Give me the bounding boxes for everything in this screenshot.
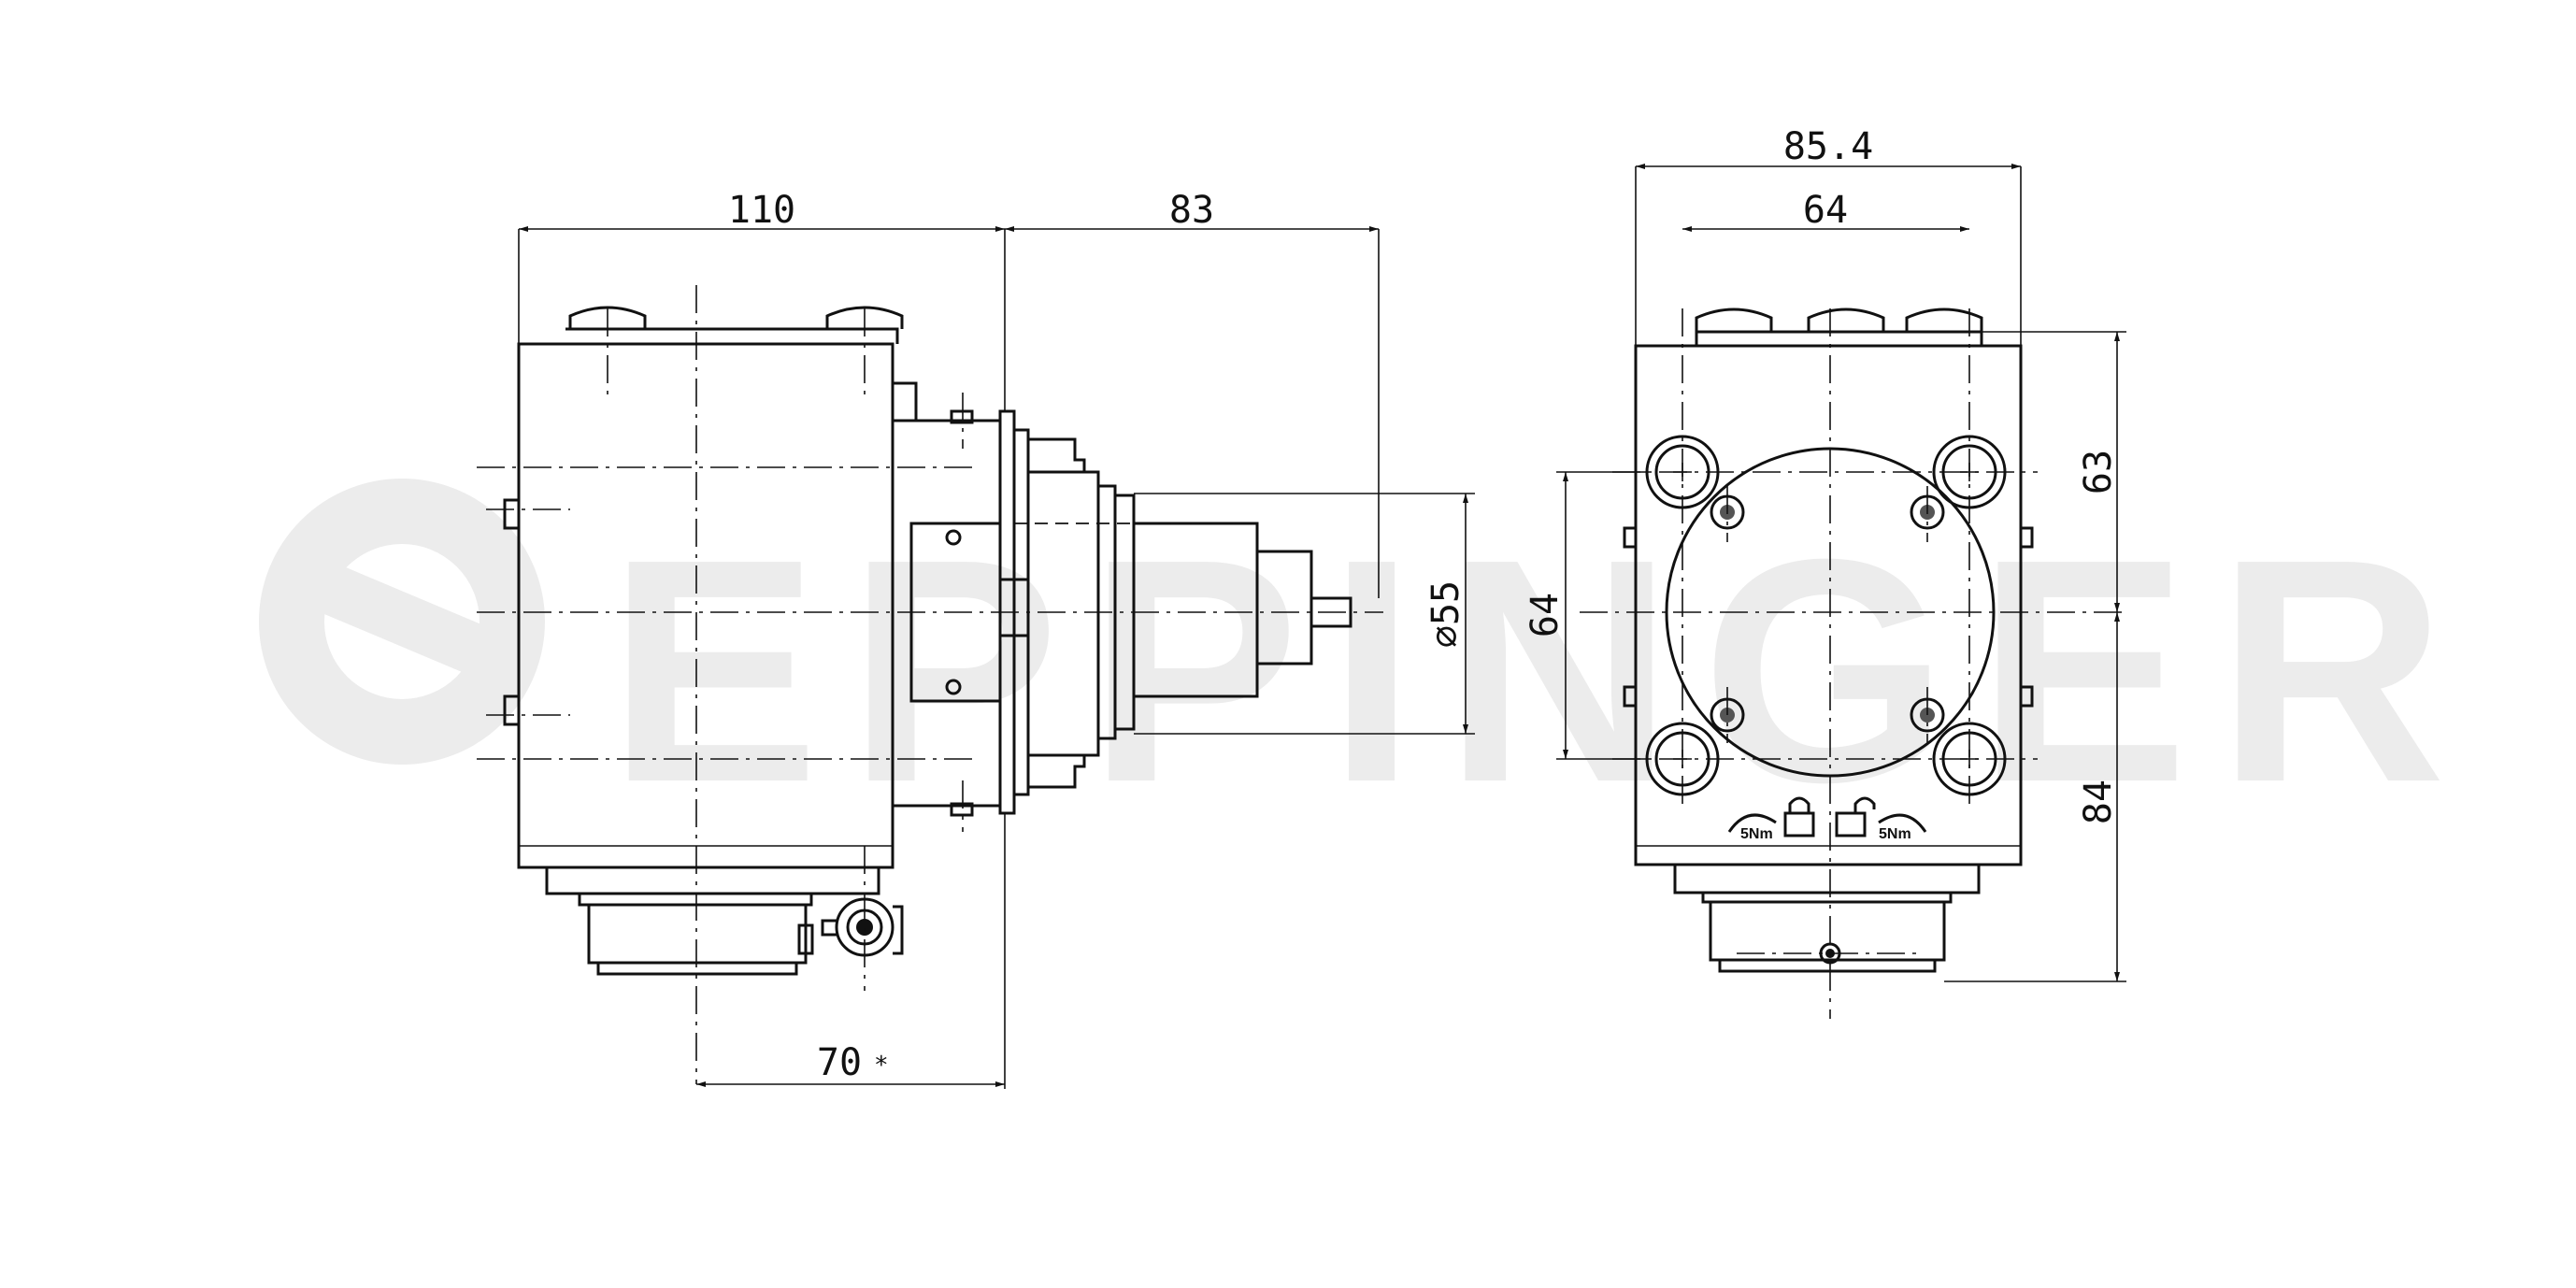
dim-side-bottom: 70 (817, 1041, 862, 1084)
dim-front-width: 85.4 (1783, 125, 1873, 168)
dim-side-bottom-mark: * (874, 1052, 889, 1080)
torque-label-right: 5Nm (1879, 826, 1911, 842)
rotate-arrow-left-icon (1727, 813, 1777, 833)
side-view: 110 83 ⌀55 70 * (477, 189, 1475, 1089)
dim-shaft-diameter: ⌀55 (1424, 580, 1467, 648)
watermark-logo: EPPINGER (259, 479, 2474, 849)
dim-front-upper-height: 63 (2077, 450, 2120, 494)
torque-label-left: 5Nm (1740, 826, 1773, 842)
rotate-arrow-right-icon (1878, 813, 1927, 833)
front-view: 5Nm 5Nm 85.4 64 64 (1524, 125, 2126, 1019)
lock-open-icon (1835, 796, 1876, 837)
dim-side-overhang: 83 (1169, 189, 1214, 232)
lock-closed-icon (1783, 796, 1815, 837)
dim-side-width: 110 (728, 189, 795, 232)
dim-front-bolt-spacing: 64 (1803, 189, 1848, 232)
dim-front-lower-height: 84 (2077, 780, 2120, 824)
watermark-text: EPPINGER (608, 494, 2474, 849)
dim-front-vertical-bolt-spacing: 64 (1524, 593, 1567, 637)
